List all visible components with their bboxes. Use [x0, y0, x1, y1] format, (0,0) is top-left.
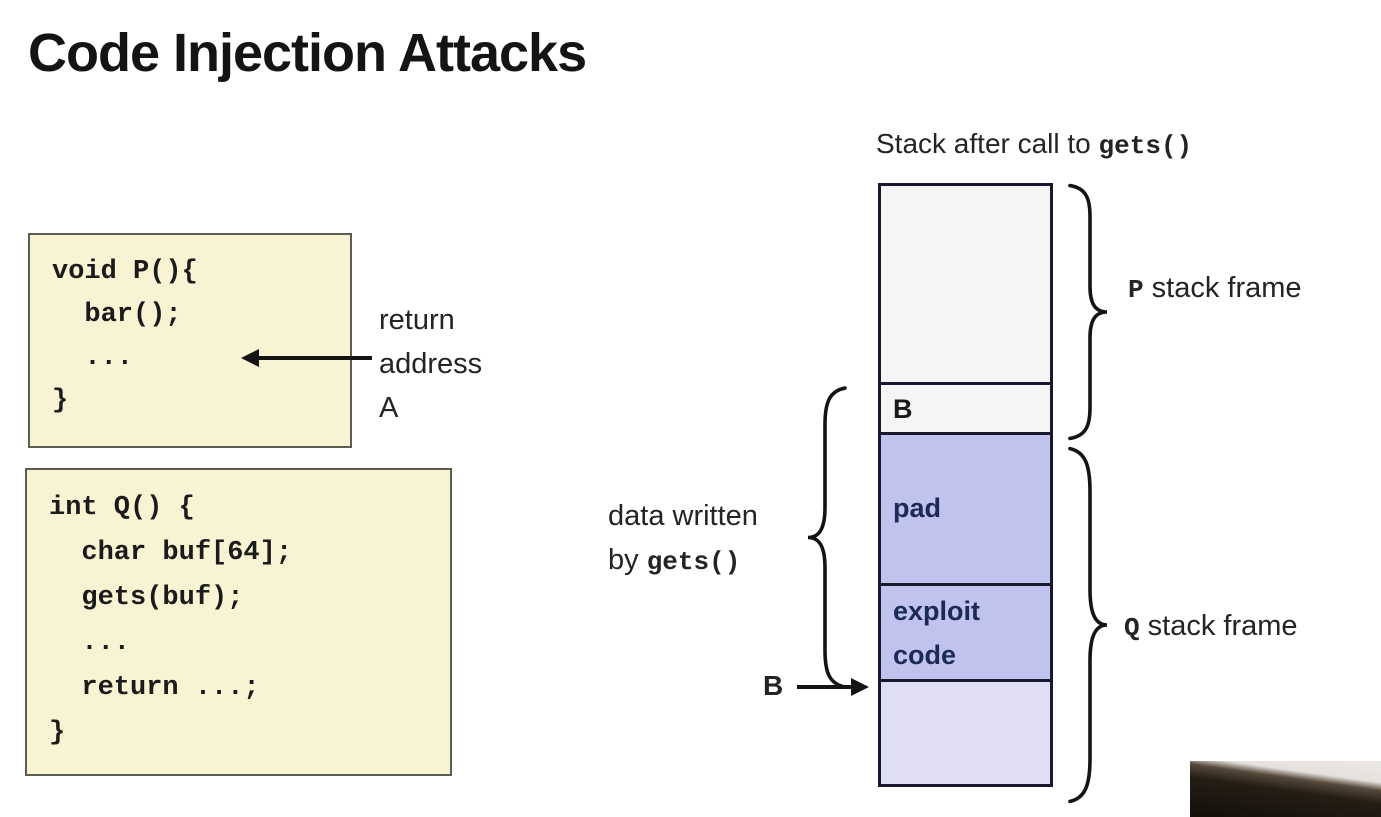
return-address-arrow — [258, 356, 372, 360]
code-line: void P(){ — [52, 257, 198, 287]
note-line: return — [379, 304, 455, 336]
p-frame-brace-icon — [1062, 183, 1112, 441]
frame-func-q: Q — [1124, 613, 1140, 643]
note-line: data written — [608, 500, 758, 532]
return-address-note: return address A — [379, 298, 482, 430]
code-line: ... — [52, 343, 134, 373]
stack-heading-text: Stack after call to — [876, 128, 1099, 159]
q-stack-frame-label: Q stack frame — [1124, 610, 1298, 643]
frame-text: stack frame — [1139, 610, 1298, 642]
code-line: char buf[64]; — [49, 538, 293, 568]
b-pointer-arrowhead-icon — [851, 678, 869, 696]
note-line: A — [379, 392, 399, 424]
stack-heading-gets: gets() — [1098, 131, 1193, 161]
slide-title: Code Injection Attacks — [28, 23, 587, 83]
stack-cell-label: B — [893, 394, 913, 424]
stack-cell-return-address-b: B — [881, 382, 1050, 432]
code-line: gets(buf); — [49, 583, 244, 613]
code-line: return ...; — [49, 673, 260, 703]
frame-func-p: P — [1128, 275, 1144, 305]
code-line: ... — [49, 628, 131, 658]
note-line: address — [379, 348, 483, 380]
note-text: by — [608, 544, 647, 576]
stack-cell-p-frame-space — [881, 186, 1050, 382]
stack-cell-label: pad — [893, 493, 942, 523]
stack-diagram: B pad exploit code — [878, 183, 1053, 787]
video-overlay-corner — [1190, 761, 1381, 817]
note-gets: gets() — [646, 547, 741, 577]
q-frame-brace-icon — [1062, 445, 1112, 805]
data-written-brace-icon — [803, 385, 853, 690]
code-line: } — [49, 718, 66, 748]
frame-text: stack frame — [1143, 272, 1302, 304]
p-stack-frame-label: P stack frame — [1128, 272, 1302, 305]
code-line: bar(); — [52, 300, 182, 330]
code-line: int Q() { — [49, 493, 195, 523]
stack-cell-exploit-code: exploit code — [881, 583, 1050, 679]
code-box-function-p: void P(){ bar(); ... } — [28, 233, 352, 448]
stack-cell-label: exploit code — [893, 596, 981, 670]
stack-diagram-heading: Stack after call to gets() — [876, 128, 1192, 161]
b-pointer-arrow — [797, 685, 854, 689]
code-box-function-q: int Q() { char buf[64]; gets(buf); ... r… — [25, 468, 452, 776]
return-address-arrowhead-icon — [241, 349, 259, 367]
code-line: } — [52, 386, 69, 416]
note-line: by gets() — [608, 538, 758, 584]
b-pointer-label: B — [763, 670, 784, 701]
stack-cell-q-frame-space — [881, 679, 1050, 784]
data-written-note: data written by gets() — [608, 494, 758, 584]
stack-cell-pad: pad — [881, 432, 1050, 583]
